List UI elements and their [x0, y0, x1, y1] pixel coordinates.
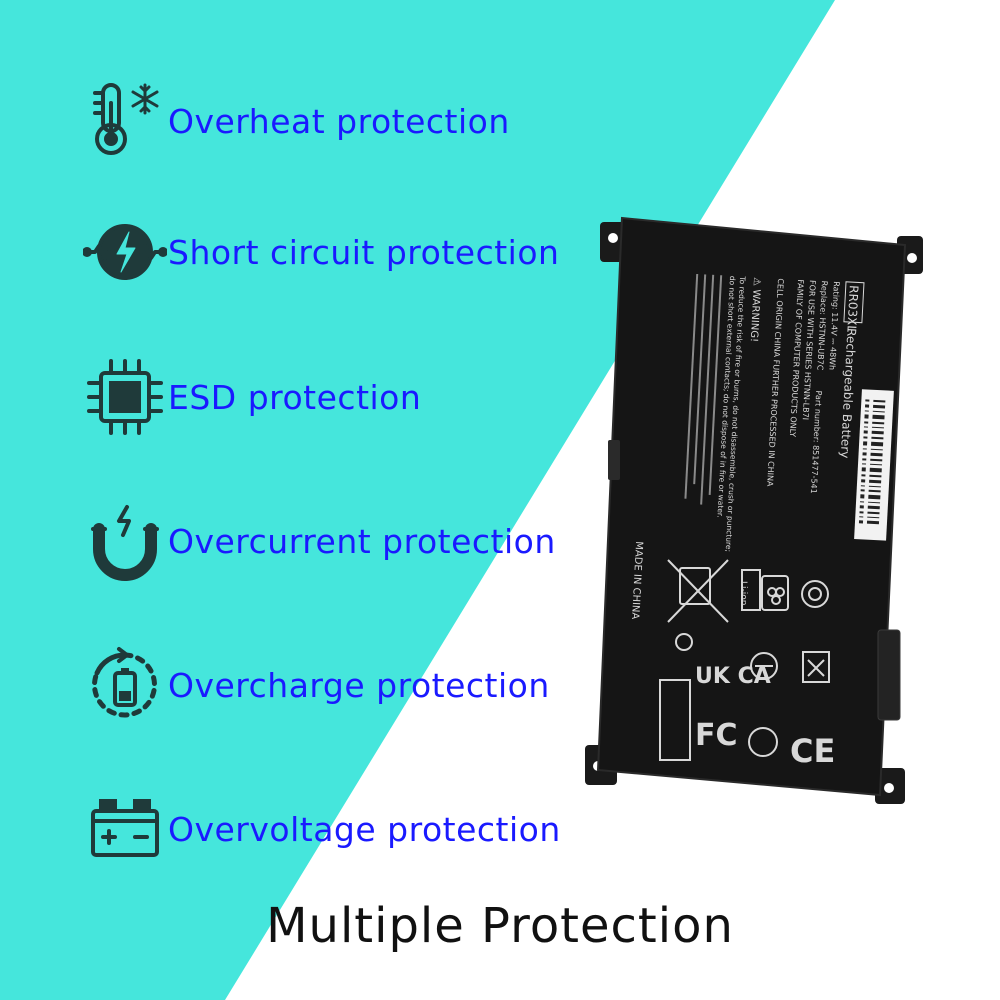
headline: Multiple Protection	[266, 898, 734, 954]
thermometer-snowflake-icon	[80, 76, 170, 166]
feature-overcharge: Overcharge protection	[80, 640, 550, 730]
feature-label: ESD protection	[168, 377, 422, 417]
feature-esd: ESD protection	[80, 352, 421, 442]
car-battery-icon	[80, 784, 170, 874]
chip-icon	[80, 352, 170, 442]
feature-overvoltage: Overvoltage protection	[80, 784, 561, 874]
lightning-circuit-icon	[80, 207, 170, 297]
feature-overheat: Overheat protection	[80, 76, 510, 166]
magnet-lightning-icon	[80, 496, 170, 586]
feature-short-circuit: Short circuit protection	[80, 207, 559, 297]
feature-label: Short circuit protection	[168, 232, 560, 272]
feature-label: Overcharge protection	[168, 665, 550, 705]
feature-label: Overcurrent protection	[168, 521, 556, 561]
battery-charge-cycle-icon	[80, 640, 170, 730]
feature-label: Overheat protection	[168, 101, 510, 141]
feature-label: Overvoltage protection	[168, 809, 561, 849]
feature-overcurrent: Overcurrent protection	[80, 496, 556, 586]
